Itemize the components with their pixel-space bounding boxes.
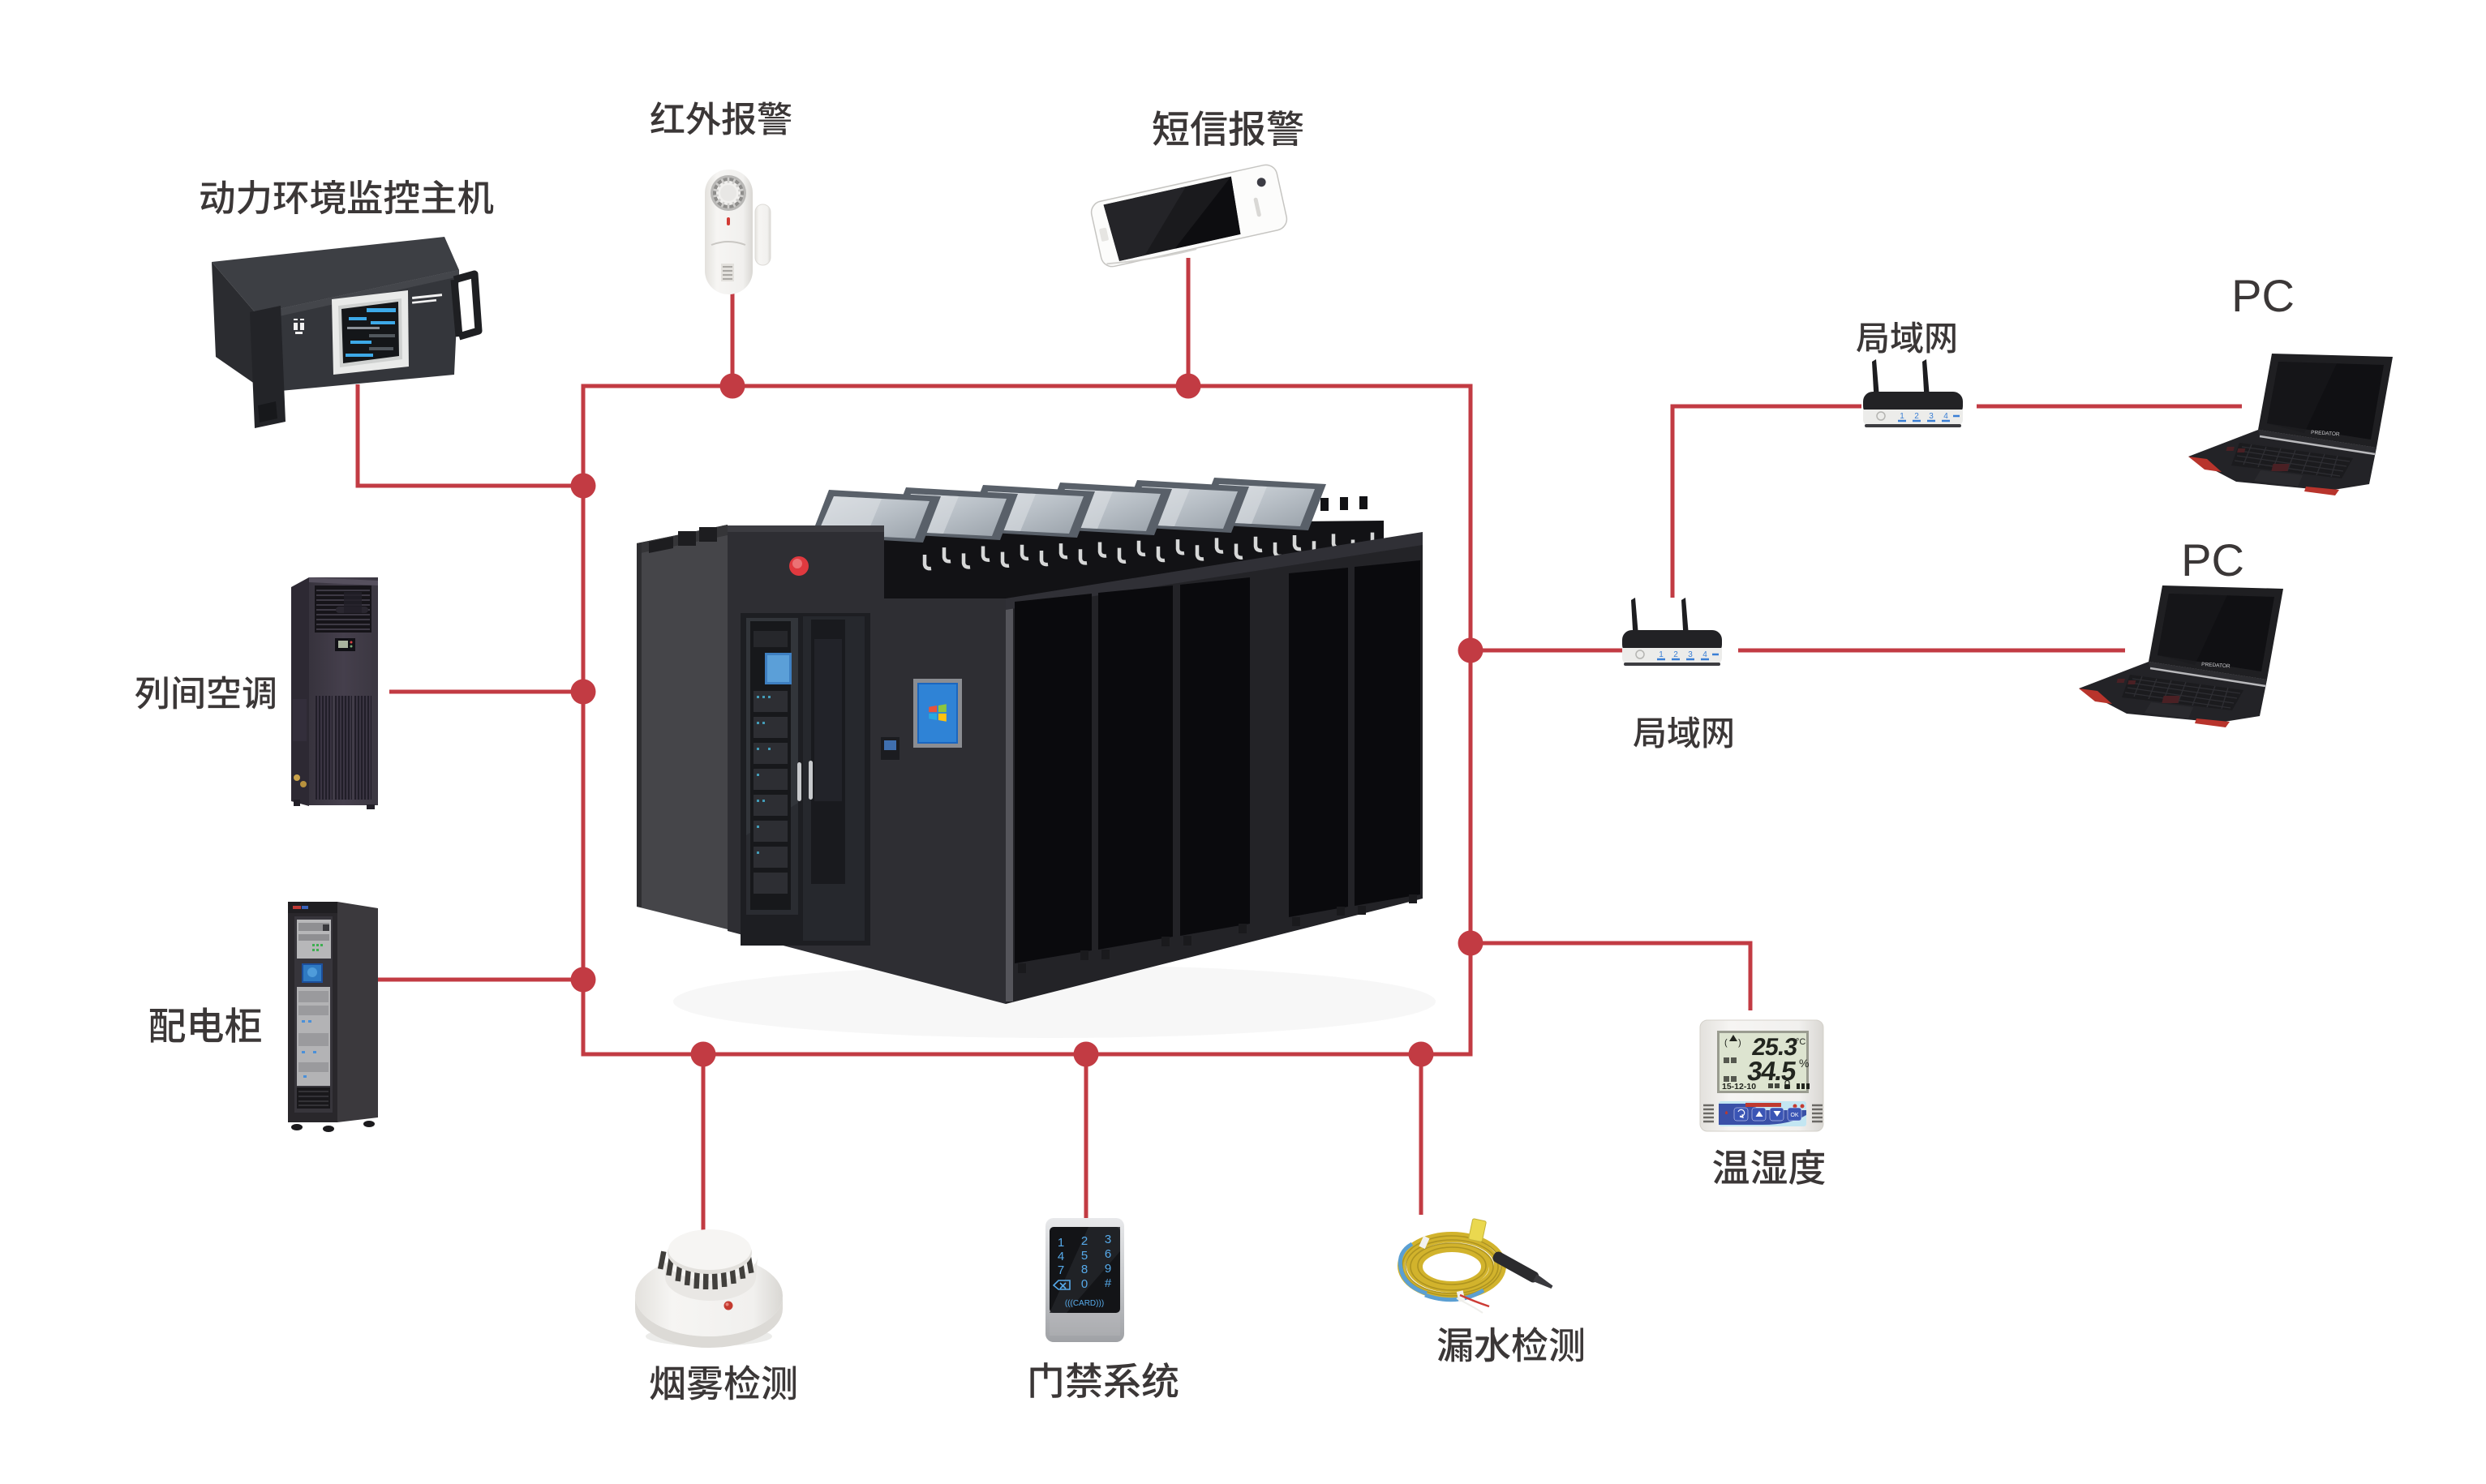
svg-text:#: # xyxy=(1105,1276,1112,1290)
svg-text:PC: PC xyxy=(2181,534,2244,585)
svg-text:4: 4 xyxy=(1702,650,1707,659)
svg-text:3: 3 xyxy=(1688,650,1693,659)
svg-text:PC: PC xyxy=(2231,270,2295,321)
svg-text:6: 6 xyxy=(1105,1247,1111,1261)
svg-text:(((CARD))): (((CARD))) xyxy=(1065,1299,1104,1308)
svg-text:): ) xyxy=(1738,1038,1741,1048)
svg-text:7: 7 xyxy=(1058,1263,1064,1277)
svg-text:4: 4 xyxy=(1058,1250,1064,1263)
svg-text:1: 1 xyxy=(1659,650,1664,659)
svg-text:0: 0 xyxy=(1081,1277,1088,1291)
svg-text:1: 1 xyxy=(1058,1236,1064,1250)
svg-text:PREDATOR: PREDATOR xyxy=(2311,430,2340,437)
svg-text:5: 5 xyxy=(1081,1249,1088,1263)
svg-text:OK: OK xyxy=(1790,1113,1798,1118)
svg-text:25.3: 25.3 xyxy=(1750,1034,1800,1061)
svg-text:3: 3 xyxy=(1105,1233,1111,1246)
svg-text:%: % xyxy=(1799,1057,1809,1070)
svg-text:(: ( xyxy=(1724,1038,1728,1048)
svg-text:8: 8 xyxy=(1081,1263,1088,1276)
svg-text:2: 2 xyxy=(1081,1234,1088,1248)
svg-text:15-12-10: 15-12-10 xyxy=(1722,1082,1756,1092)
svg-text:9: 9 xyxy=(1105,1262,1111,1276)
svg-text:2: 2 xyxy=(1673,650,1678,659)
svg-text:°C: °C xyxy=(1796,1037,1805,1047)
